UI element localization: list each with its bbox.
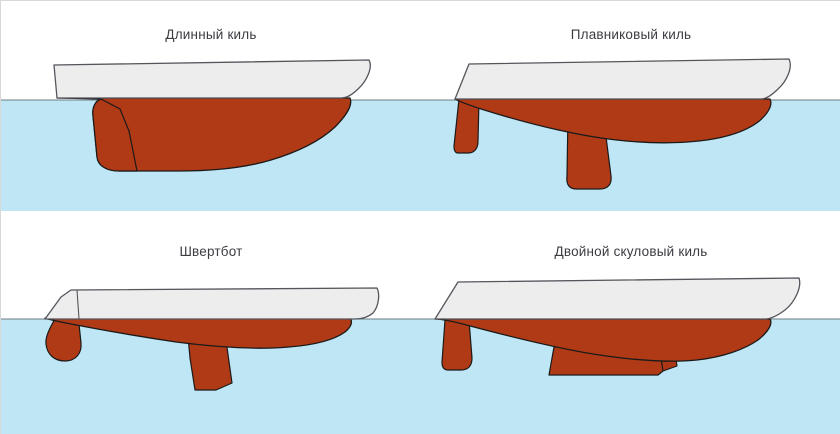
forefoot-detail — [92, 98, 138, 172]
panel-fin-keel: Плавниковый киль — [421, 1, 840, 218]
topside-hull — [434, 277, 801, 320]
transom-edge — [76, 289, 80, 320]
topside-hull — [44, 287, 380, 320]
dinghy-illustration — [1, 218, 421, 434]
bilge-keel-illustration — [421, 218, 840, 434]
panel-dinghy: Швертбот — [1, 218, 421, 434]
panel-title-bilge-keel: Двойной скуловый киль — [554, 244, 708, 259]
topside-hull — [454, 58, 791, 100]
rudder-blade — [441, 319, 473, 371]
underwater-hull-dinghy — [44, 317, 352, 349]
long-keel-illustration — [1, 1, 421, 218]
panel-long-keel: Длинный киль — [1, 1, 421, 218]
topside-hull — [53, 59, 371, 99]
panel-bilge-keel: Двойной скуловый киль — [421, 218, 840, 434]
underwater-hull-bilge-keel — [434, 318, 772, 362]
fin-keel-illustration — [421, 1, 840, 218]
panel-title-fin-keel: Плавниковый киль — [570, 27, 692, 42]
underwater-hull-fin-keel — [454, 98, 772, 144]
panel-title-long-keel: Длинный киль — [165, 27, 257, 42]
panel-title-dinghy: Швертбот — [179, 244, 243, 259]
rudder-blade — [453, 98, 480, 154]
